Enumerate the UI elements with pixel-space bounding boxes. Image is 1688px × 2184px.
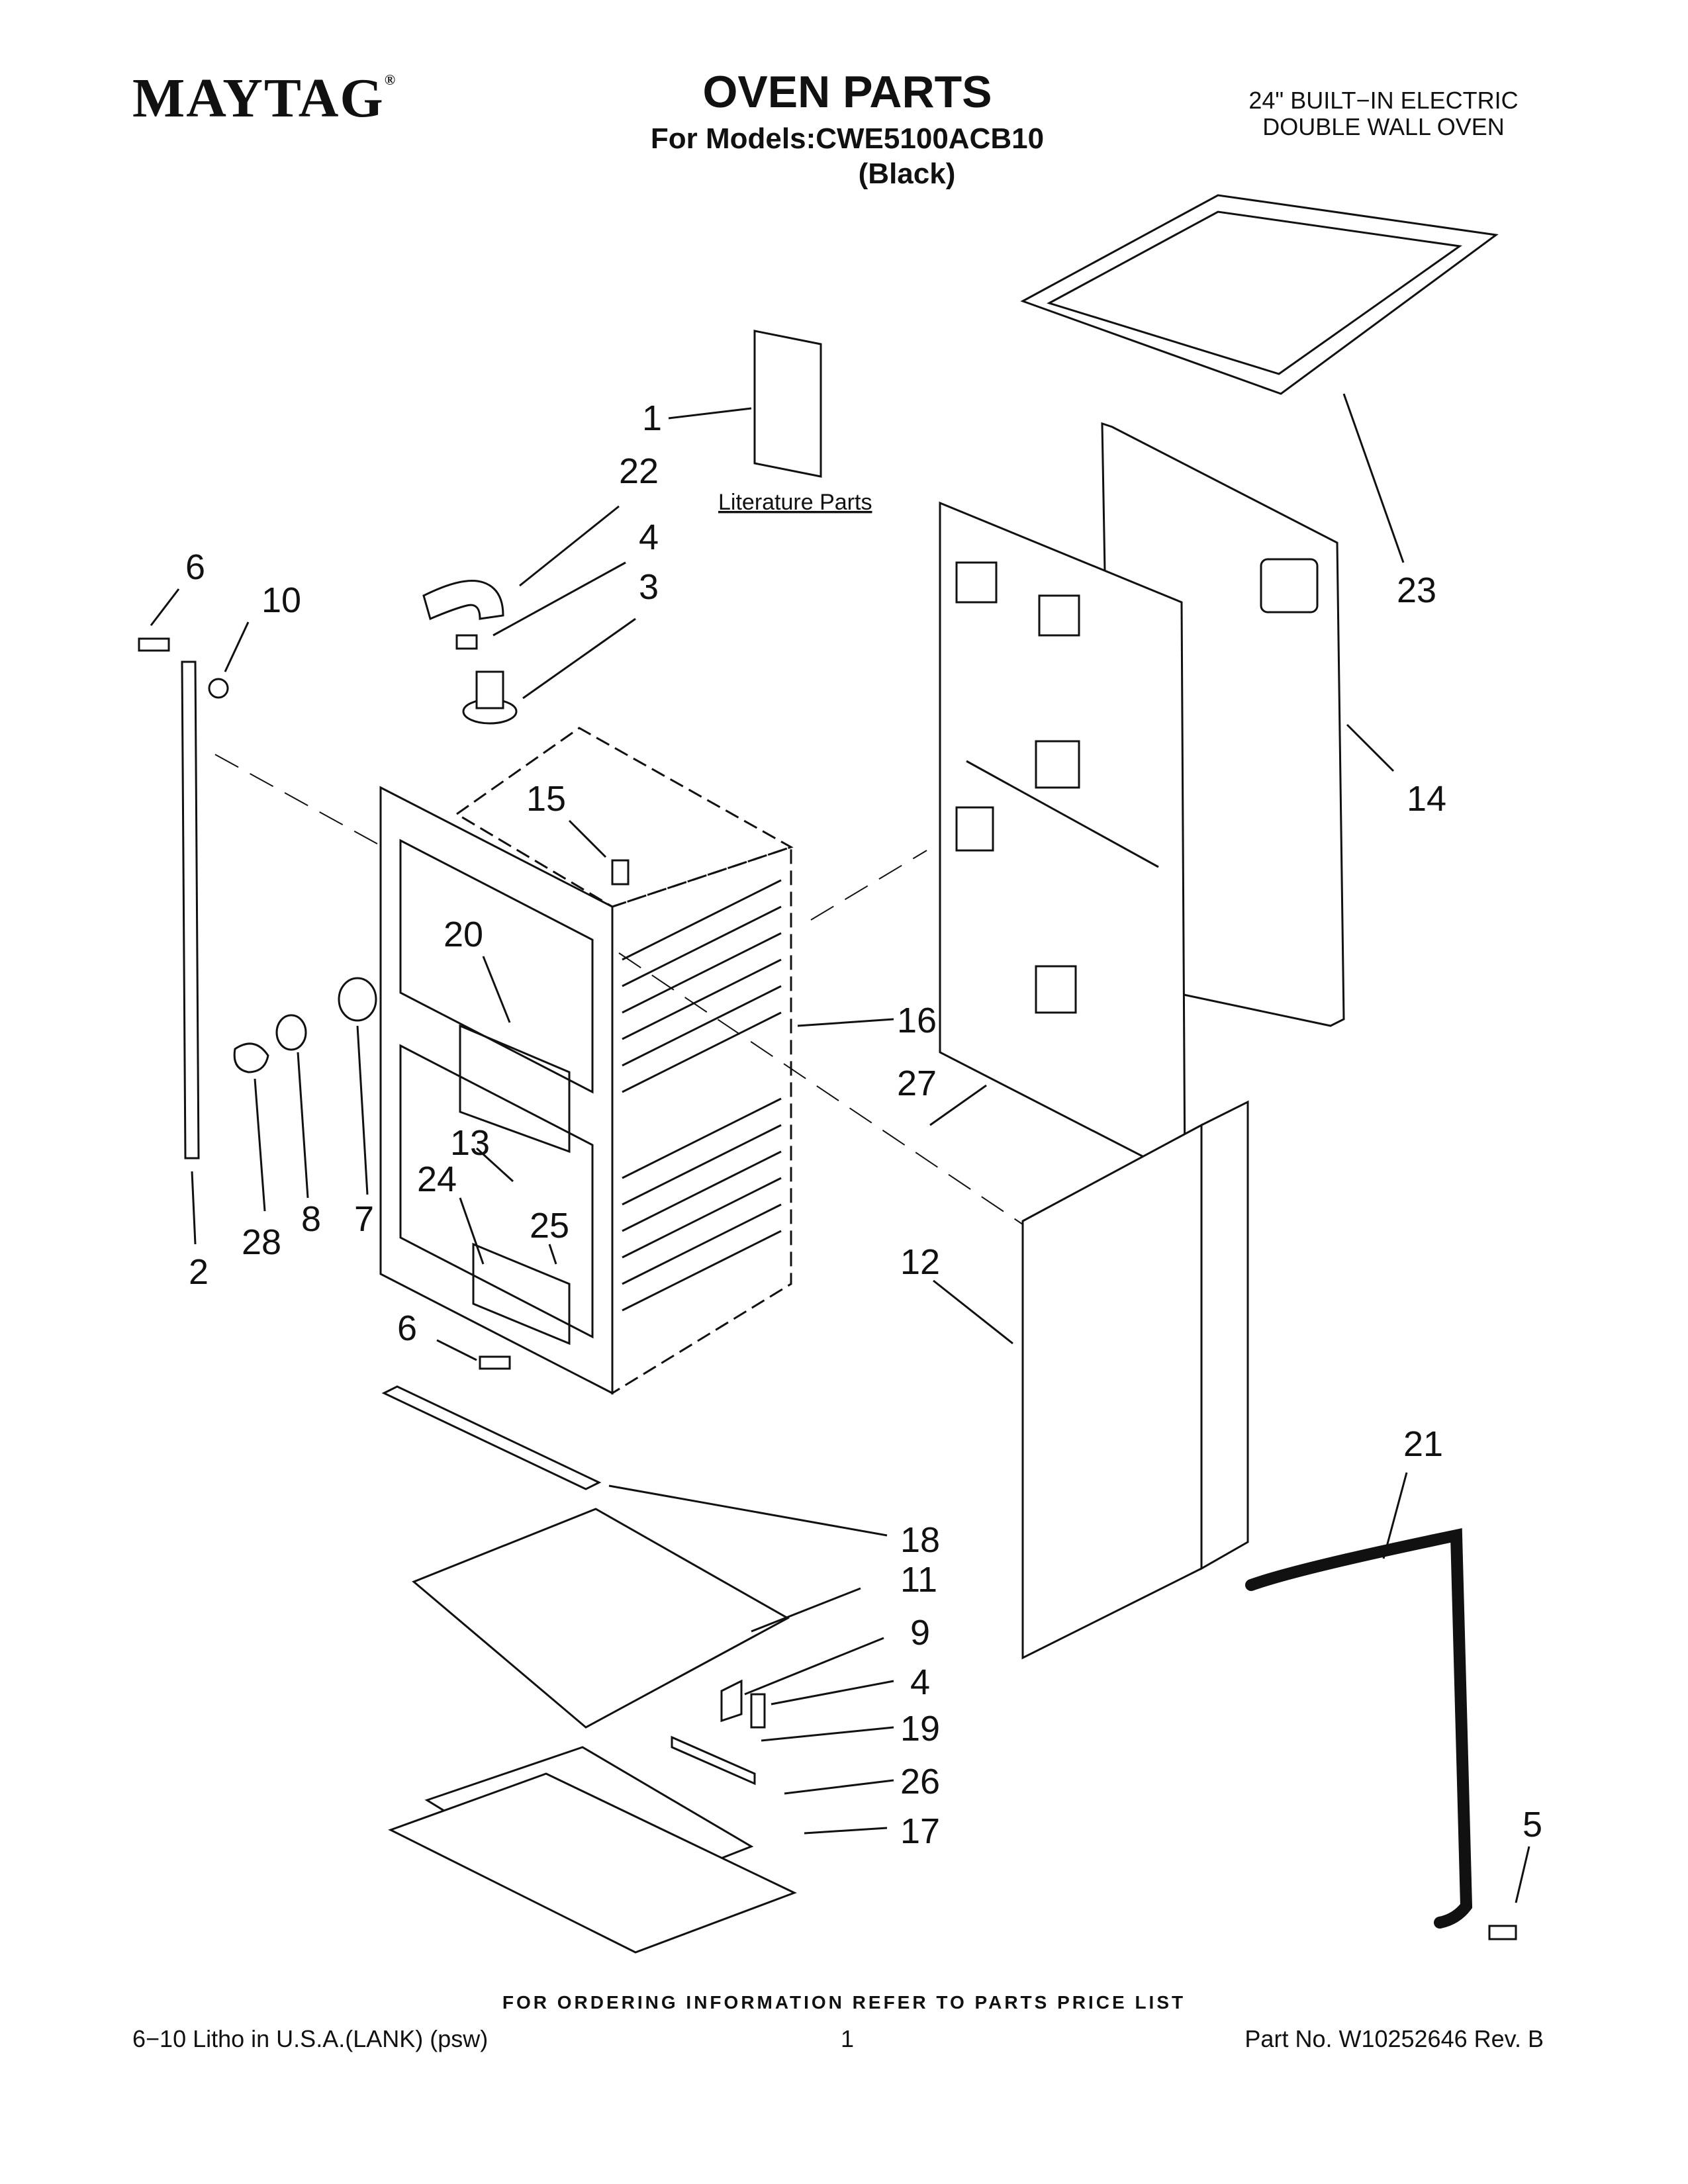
side-bracket-part: [181, 660, 200, 1160]
model-number: For Models:CWE5100ACB10: [650, 122, 1045, 155]
brand-logo: MAYTAG®: [132, 66, 397, 130]
callout-5: 5: [1523, 1805, 1542, 1844]
callout-16: 16: [897, 1001, 937, 1040]
callout-9: 9: [910, 1613, 930, 1653]
ordering-note: FOR ORDERING INFORMATION REFER TO PARTS …: [502, 1992, 1186, 2013]
callout-12: 12: [900, 1242, 940, 1282]
vent-flange-part: [462, 670, 518, 725]
screw-parts: [138, 634, 1517, 1940]
callout-4: 4: [639, 518, 659, 557]
callout-11: 11: [900, 1560, 937, 1600]
callout-27: 27: [897, 1064, 937, 1103]
part-number: Part No. W10252646 Rev. B: [1244, 2025, 1544, 2052]
callout-14: 14: [1407, 779, 1446, 819]
product-line-2: DOUBLE WALL OVEN: [1262, 113, 1505, 140]
registered-mark: ®: [384, 71, 397, 88]
callout-10: 10: [261, 580, 301, 620]
terminal-block-part: [671, 1735, 756, 1786]
conduit-part: [1245, 1527, 1473, 1929]
front-rail-part: [381, 1385, 602, 1490]
callout-22: 22: [619, 451, 659, 491]
brand-name: MAYTAG: [132, 68, 385, 129]
oven-chassis-part: [379, 727, 794, 1395]
bracket-part: [720, 1679, 743, 1723]
callout-7: 7: [354, 1199, 374, 1239]
callout-15: 15: [526, 779, 566, 819]
product-description: 24" BUILT−IN ELECTRIC DOUBLE WALL OVEN: [1205, 87, 1562, 140]
callout-6: 6: [185, 547, 205, 587]
bottom-tray-part: [388, 1772, 797, 1954]
product-line-1: 24" BUILT−IN ELECTRIC: [1248, 87, 1519, 114]
top-frame-part: [1020, 194, 1499, 395]
callout-4b: 4: [910, 1662, 930, 1702]
literature-parts-label: Literature Parts: [718, 490, 872, 515]
callout-8: 8: [301, 1199, 321, 1239]
callout-23: 23: [1397, 570, 1436, 610]
callout-13: 13: [450, 1123, 490, 1163]
litho-info: 6−10 Litho in U.S.A.(LANK) (psw): [132, 2025, 489, 2052]
vent-elbow-part: [422, 580, 504, 621]
literature-booklet: [753, 330, 822, 478]
bottom-panel-part: [412, 1508, 790, 1729]
callout-18: 18: [900, 1520, 940, 1560]
callout-28: 28: [242, 1222, 281, 1262]
callout-6b: 6: [397, 1308, 417, 1348]
callout-1: 1: [642, 398, 662, 438]
callout-19: 19: [900, 1709, 940, 1749]
rear-panel-part: [939, 501, 1186, 1180]
callout-3: 3: [639, 567, 659, 607]
callout-21: 21: [1403, 1424, 1443, 1464]
page-number: 1: [840, 2025, 855, 2052]
switch-part: [611, 859, 630, 886]
callout-26: 26: [900, 1762, 940, 1801]
callout-20: 20: [444, 915, 483, 954]
callout-24: 24: [417, 1160, 457, 1199]
leader-lines: [150, 393, 1530, 1903]
page-title: OVEN PARTS: [702, 67, 992, 117]
lamp-parts: [233, 977, 377, 1073]
callout-2: 2: [189, 1252, 209, 1292]
alignment-lines: [214, 754, 1023, 1225]
callout-17: 17: [900, 1811, 940, 1851]
model-color: (Black): [858, 158, 956, 190]
side-panel-part: [1021, 1100, 1249, 1660]
callout-25: 25: [530, 1206, 569, 1246]
